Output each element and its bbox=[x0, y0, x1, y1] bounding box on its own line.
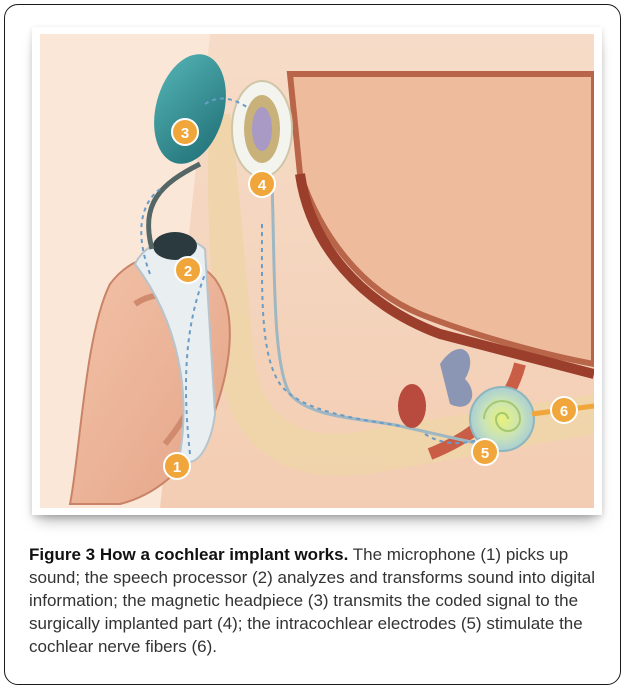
figure-caption: Figure 3 How a cochlear implant works. T… bbox=[29, 543, 605, 658]
cochlear-implant-illustration: 1 2 3 4 5 6 bbox=[40, 34, 594, 508]
marker-1-label: 1 bbox=[173, 459, 181, 476]
marker-5: 5 bbox=[472, 439, 498, 465]
marker-5-label: 5 bbox=[481, 445, 489, 462]
marker-3-label: 3 bbox=[181, 125, 189, 142]
figure-frame: 1 2 3 4 5 6 Figure 3 How a bbox=[4, 4, 621, 685]
marker-6-label: 6 bbox=[560, 403, 568, 420]
figure-title: How a cochlear implant works. bbox=[100, 545, 348, 564]
marker-2: 2 bbox=[175, 257, 201, 283]
ossicle bbox=[398, 384, 426, 428]
marker-1: 1 bbox=[164, 453, 190, 479]
processor-top bbox=[153, 232, 197, 260]
marker-2-label: 2 bbox=[184, 263, 192, 280]
marker-6: 6 bbox=[551, 397, 577, 423]
implant-magnet bbox=[252, 107, 272, 151]
marker-4: 4 bbox=[249, 171, 275, 197]
marker-4-label: 4 bbox=[258, 177, 267, 194]
figure-label: Figure 3 bbox=[29, 545, 95, 564]
marker-3: 3 bbox=[172, 119, 198, 145]
figure-illustration: 1 2 3 4 5 6 bbox=[32, 27, 602, 515]
